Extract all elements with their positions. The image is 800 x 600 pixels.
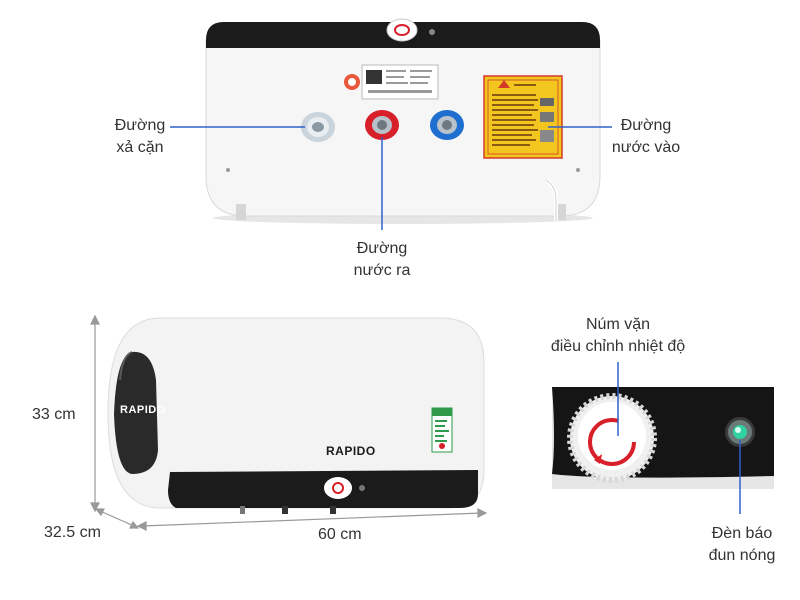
inlet-label-line-2: nước vào [611, 139, 681, 156]
depth-dimension-label: 32.5 cm [44, 524, 101, 541]
depth-dimension-line [99, 510, 135, 527]
light-label-line-2: đun nóng [708, 547, 776, 564]
drain-fitting [301, 112, 335, 142]
inlet-label-line-1: Đường [620, 117, 672, 134]
light-label-line-1: Đèn báo [711, 525, 773, 542]
drain-label-line-1: Đường [114, 117, 166, 134]
outlet-label: Đường nước ra [342, 238, 422, 282]
outlet-label-line-2: nước ra [353, 262, 411, 279]
width-dimension-label: 60 cm [318, 526, 362, 543]
heating-indicator-light [725, 417, 755, 447]
inlet-label: Đường nước vào [604, 115, 688, 159]
heater-bottom-band [168, 470, 478, 508]
knob-label-line-1: Núm vặn [585, 316, 651, 333]
knob-label: Núm vặn điều chỉnh nhiệt độ [530, 314, 706, 358]
temperature-knob [567, 393, 657, 483]
drain-label: Đường xả cặn [104, 115, 176, 159]
heater-front-body [107, 317, 485, 509]
height-dimension-label: 33 cm [32, 406, 76, 423]
heater-end-cap [114, 351, 158, 474]
width-dimension-line [141, 512, 483, 527]
light-label: Đèn báo đun nóng [700, 523, 784, 567]
hot-water-outlet-fitting [365, 110, 399, 140]
outlet-label-line-1: Đường [356, 240, 408, 257]
end-cap-brand: RAPIDO [120, 404, 166, 416]
knob-label-line-2: điều chỉnh nhiệt độ [550, 338, 686, 355]
cold-water-inlet-fitting [430, 110, 464, 140]
drain-label-line-2: xả cặn [116, 139, 164, 156]
front-brand-logo: RAPIDO [326, 444, 376, 458]
